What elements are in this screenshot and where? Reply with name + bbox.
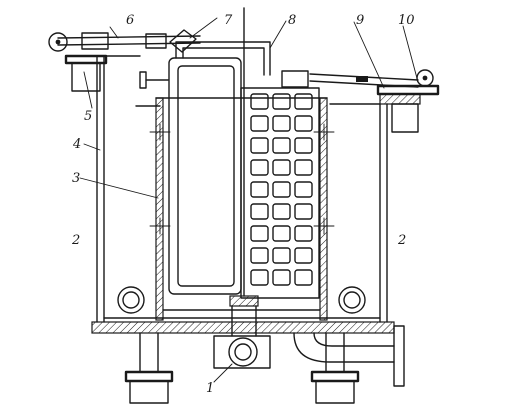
grid-cell [250, 203, 269, 220]
label-5: 5 [84, 109, 92, 124]
grid-cell [294, 203, 313, 220]
grid-cell [272, 137, 291, 154]
grid-cell [272, 115, 291, 132]
outlet-pipe [293, 325, 405, 387]
grid-cell [272, 269, 291, 286]
label-6: 6 [126, 13, 134, 28]
central-valve [213, 295, 271, 369]
top-block [281, 70, 309, 88]
grid-cell [272, 203, 291, 220]
grid-cell [294, 247, 313, 264]
outer-vessel [96, 55, 388, 323]
label-8: 8 [288, 13, 296, 28]
left-port-cap [64, 54, 108, 92]
grid-cell [294, 225, 313, 242]
grid-cell [250, 93, 269, 110]
inner-jacket [155, 97, 328, 321]
grid-cell [272, 181, 291, 198]
grid-cell [250, 159, 269, 176]
label-1: 1 [206, 381, 214, 396]
jacket-bolts [149, 123, 335, 235]
leader-lines [79, 17, 419, 383]
drain-openings [117, 286, 366, 314]
label-4: 4 [72, 137, 81, 152]
grid-cell [250, 247, 269, 264]
grid-cell [272, 247, 291, 264]
support-legs [124, 332, 360, 404]
grid-cell [294, 159, 313, 176]
label-2-left: 2 [71, 233, 80, 248]
bottom-plate [91, 321, 395, 334]
grid-cell [294, 137, 313, 154]
grid-cell [250, 225, 269, 242]
grid-block [240, 87, 320, 299]
grid-cell [272, 93, 291, 110]
grid-cell [294, 269, 313, 286]
grid-cells [250, 93, 313, 286]
label-3: 3 [72, 171, 80, 186]
grid-cell [272, 225, 291, 242]
grid-cell [294, 93, 313, 110]
upper-lever [48, 29, 201, 53]
label-10: 10 [398, 13, 415, 28]
grid-cell [250, 115, 269, 132]
label-2-right: 2 [397, 233, 406, 248]
grid-cell [294, 181, 313, 198]
grid-cell [272, 159, 291, 176]
label-7: 7 [224, 13, 233, 28]
callout-labels: 1 2 2 3 4 5 6 7 8 9 10 [71, 13, 415, 396]
sealed-chamber [168, 41, 271, 295]
label-9: 9 [356, 13, 364, 28]
grid-cell [250, 269, 269, 286]
grid-cell [294, 115, 313, 132]
left-pin [139, 71, 169, 89]
grid-cell [250, 137, 269, 154]
grid-cell [250, 181, 269, 198]
right-lever [309, 69, 440, 133]
